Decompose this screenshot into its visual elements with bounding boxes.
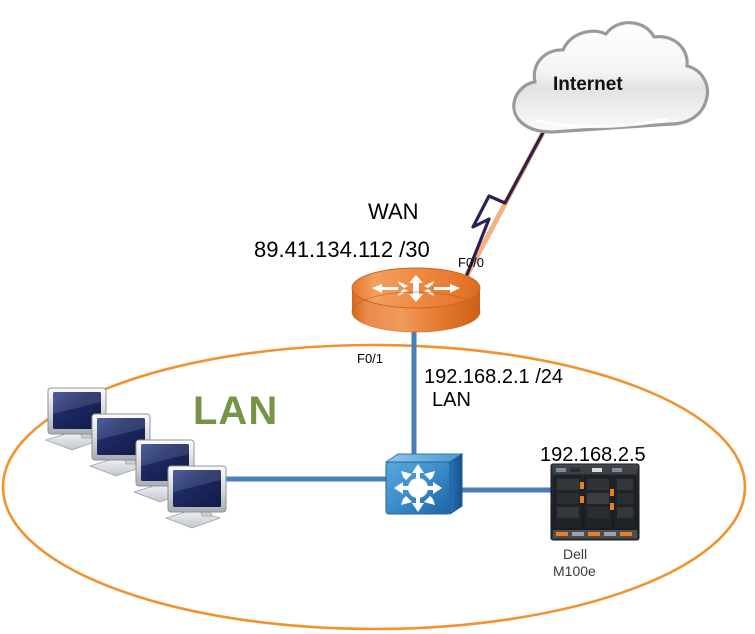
lan-ip-caption-label: LAN — [432, 389, 471, 411]
interface-f0-0-label: F0/0 — [458, 255, 485, 270]
server-model-label: M100e — [553, 563, 596, 579]
switch-icon — [384, 453, 464, 515]
server-ip-label: 192.168.2.5 — [540, 444, 646, 466]
lan-ip-label: 192.168.2.1 /24 — [424, 366, 564, 388]
blade-server-icon — [550, 463, 640, 541]
server-vendor-label: Dell — [563, 546, 588, 562]
router-icon — [351, 267, 481, 333]
cloud-icon — [512, 21, 709, 134]
cloud-label: Internet — [553, 74, 623, 95]
lan-zone-ellipse — [1, 343, 747, 631]
workstation-group — [44, 387, 227, 529]
wan-title-label: WAN — [368, 199, 419, 224]
desktop-pc-icon — [164, 465, 227, 529]
wan-ip-label: 89.41.134.112 /30 — [254, 237, 430, 262]
interface-f0-1-label: F0/1 — [357, 351, 384, 366]
link-cloud-to-router — [463, 124, 549, 280]
lan-zone-label: LAN — [193, 389, 279, 433]
